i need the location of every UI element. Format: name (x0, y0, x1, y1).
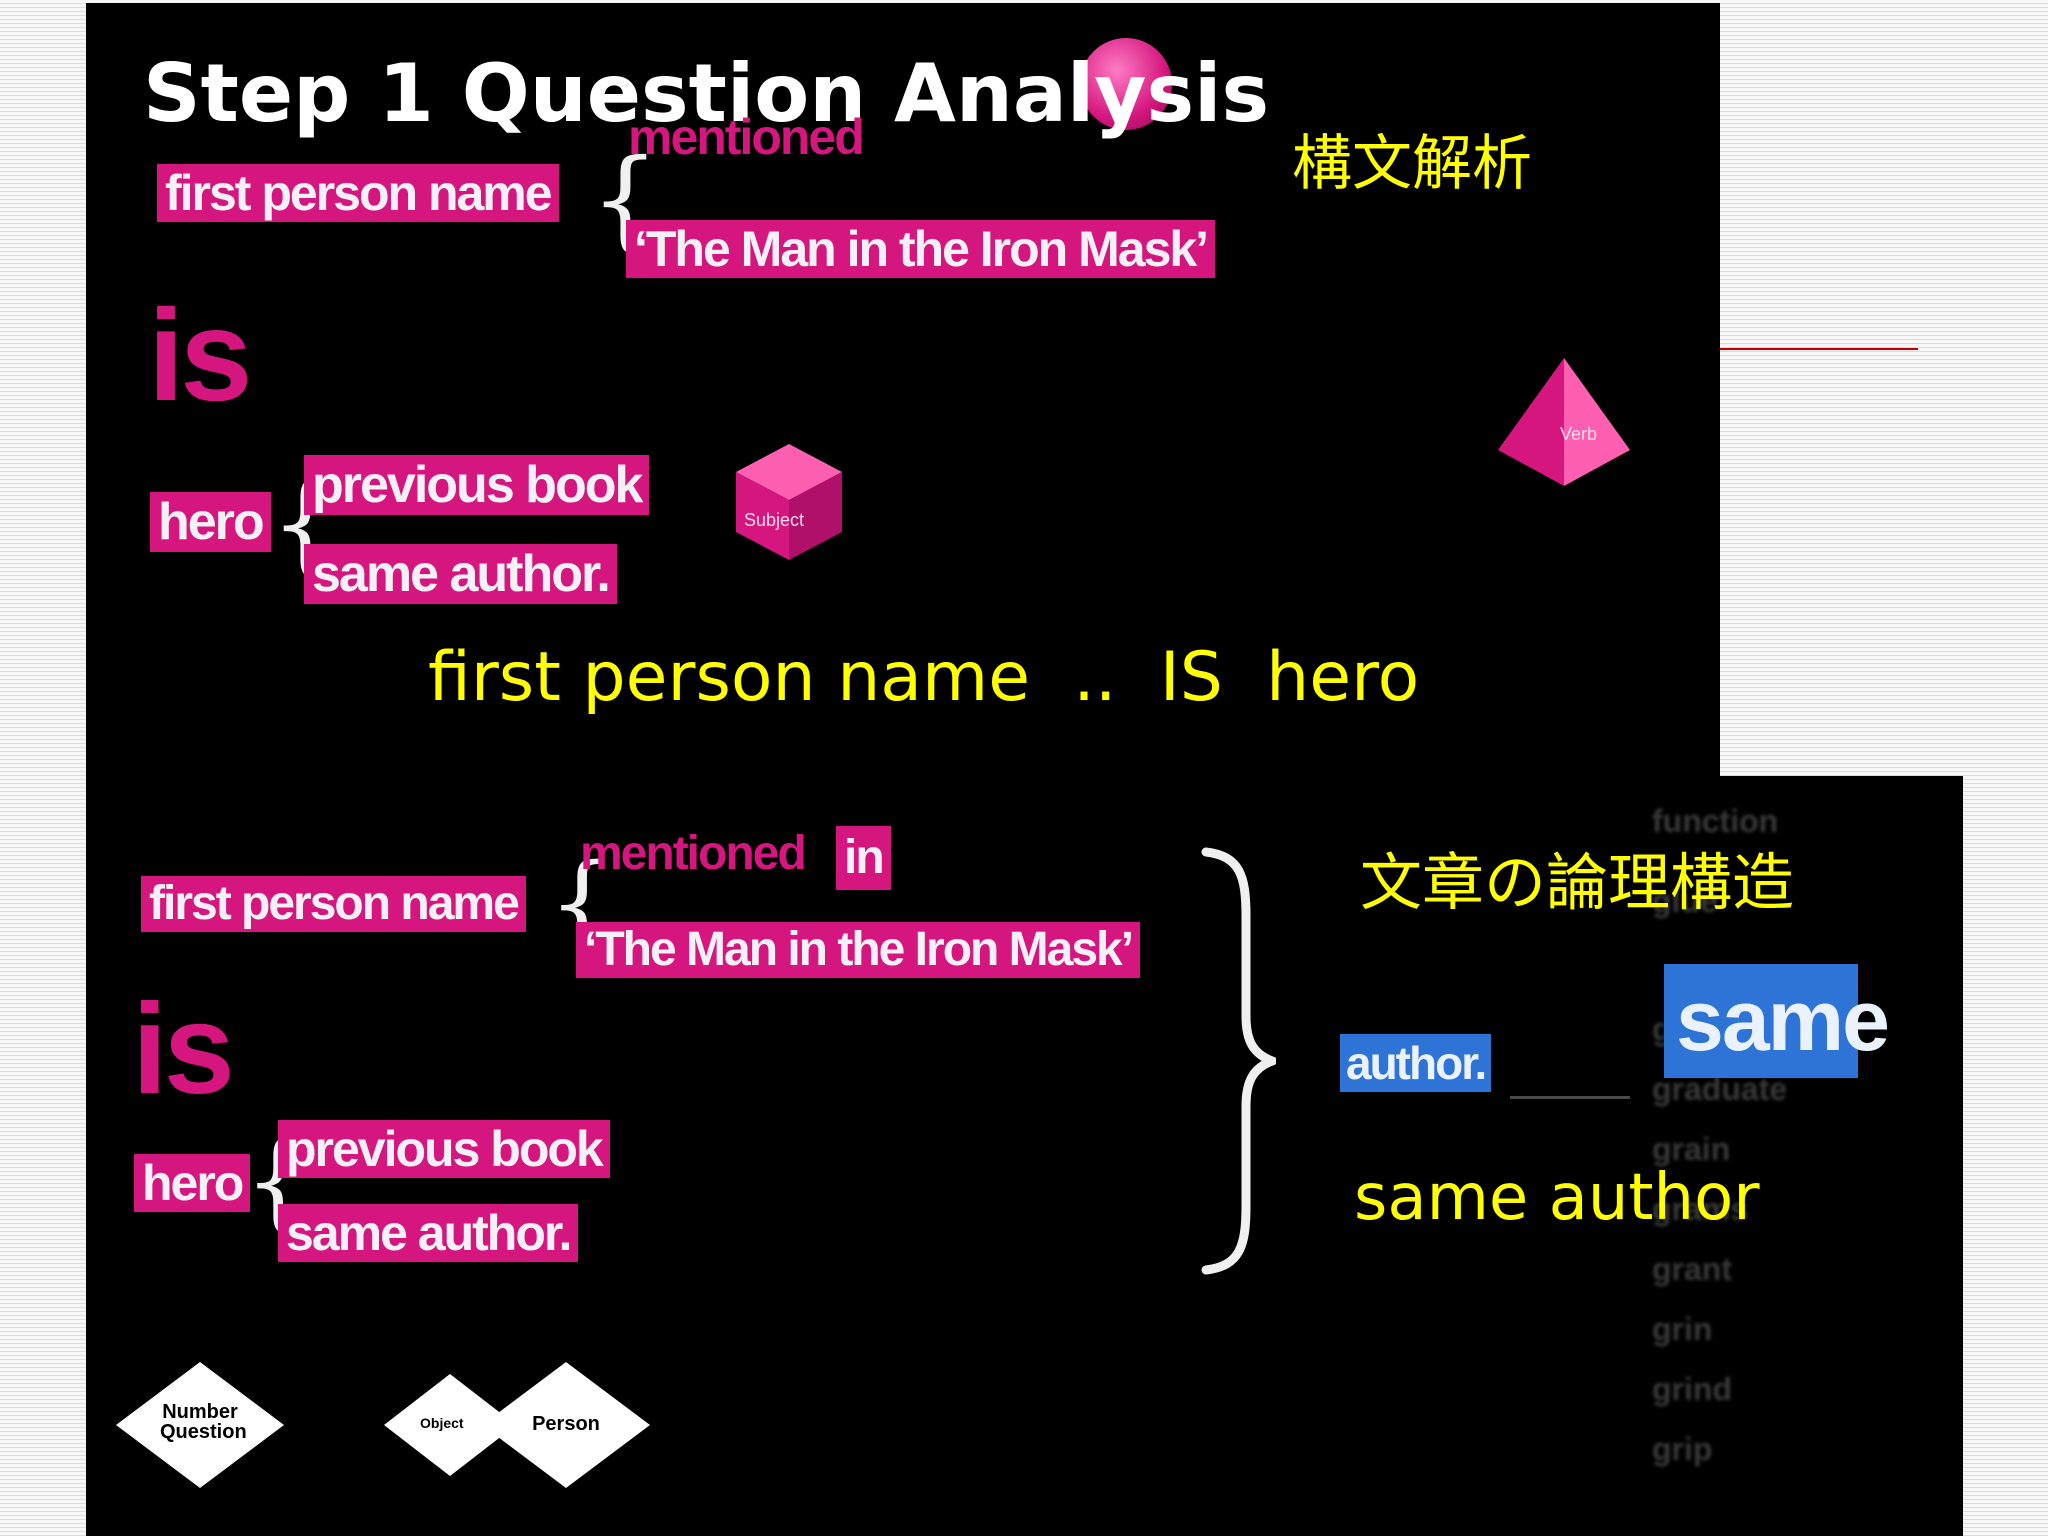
bottom-mentioned-label: mentioned (580, 827, 807, 880)
ghost-word: glue (1652, 883, 1718, 919)
top-book-title-chip: ‘The Man in the Iron Mask’ (626, 220, 1216, 278)
top-hero-chip: hero (150, 492, 271, 552)
ghost-word: grant (1652, 1251, 1732, 1287)
summary-sentence: first person name .. IS hero (428, 638, 1420, 717)
ghost-word: grind (1652, 1371, 1732, 1407)
object-label: Object (420, 1415, 464, 1431)
slide-title: Step 1 Question Analysis (143, 47, 1270, 140)
ghost-word: grams (1652, 1191, 1749, 1227)
bottom-same-author-chip: same author. (278, 1204, 579, 1262)
ghost-word: grin (1652, 1311, 1713, 1347)
same-author-caption: same author (1354, 1161, 1760, 1235)
bottom-in-chip: in (836, 826, 891, 890)
top-is-label: is (148, 282, 252, 428)
bottom-is-label: is (132, 978, 235, 1121)
number-question-label: Number Question (160, 1401, 247, 1443)
bottom-previous-book-chip: previous book (278, 1120, 610, 1178)
bottom-hero-chip: hero (134, 1154, 251, 1212)
ghost-word: function (1652, 803, 1779, 839)
jp-logic-heading: 文章の論理構造 (1360, 846, 1795, 919)
ghost-word: grip (1652, 1431, 1713, 1467)
person-label: Person (532, 1413, 600, 1435)
jp-syntax-heading: 構文解析 (1292, 129, 1532, 199)
top-previous-book-chip: previous book (304, 455, 650, 515)
top-first-person-name-chip: first person name (157, 164, 559, 222)
pink-sphere-icon (1080, 38, 1172, 130)
verb-pyramid-label: Verb (1560, 424, 1598, 444)
ghost-word: grain (1652, 1131, 1731, 1167)
bottom-book-title-chip: ‘The Man in the Iron Mask’ (576, 922, 1141, 978)
same-blue-chip: same (1664, 964, 1890, 1078)
bottom-first-person-name-chip: first person name (141, 876, 526, 932)
blank-underline (1510, 1096, 1630, 1099)
object-diamond-icon: Object (382, 1372, 518, 1478)
subject-cube-label: Subject (744, 510, 805, 530)
bottom-right-video-frame (1660, 776, 1963, 1536)
person-diamond-icon: Person (480, 1360, 652, 1490)
ghost-word: graduate (1652, 1071, 1788, 1107)
subject-cube-icon: Subject (730, 440, 848, 564)
verb-pyramid-icon: Verb (1494, 354, 1634, 490)
top-same-author-chip: same author. (304, 544, 617, 604)
big-right-brace (1196, 846, 1285, 1276)
decorative-rule (1718, 348, 1918, 350)
top-mentioned-label: mentioned (628, 109, 865, 165)
number-question-diamond-icon: Number Question (114, 1360, 286, 1490)
author-blue-chip: author. (1340, 1034, 1492, 1092)
